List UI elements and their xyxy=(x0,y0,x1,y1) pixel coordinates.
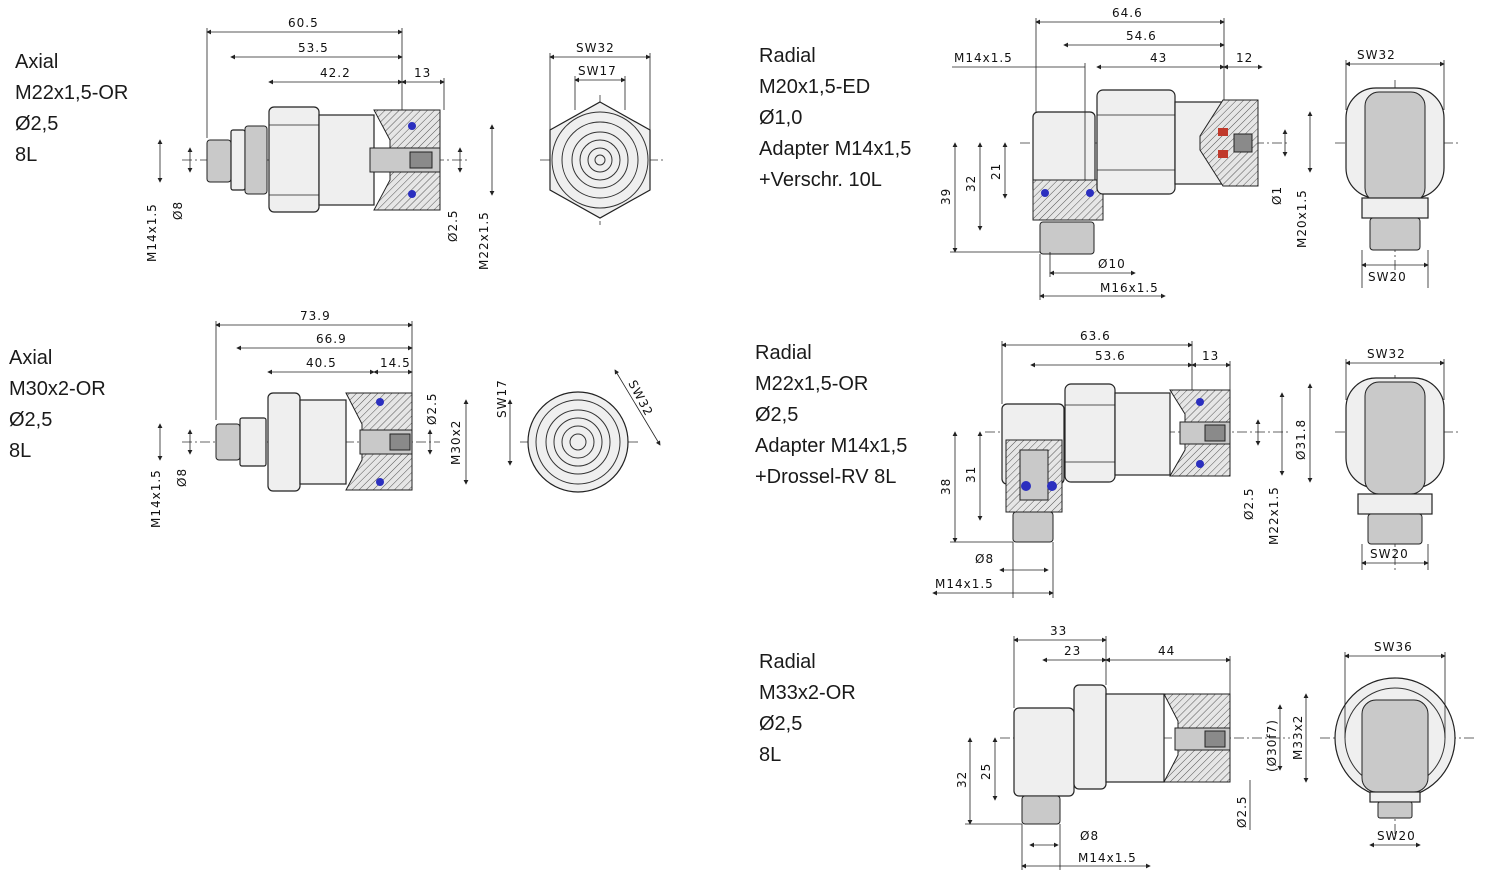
dim-overall: 60.5 xyxy=(288,16,319,30)
label-line: Ø2,5 xyxy=(755,404,799,426)
dim-outlet-thread: M14x1.5 xyxy=(1078,851,1137,865)
label-line: +Drossel-RV 8L xyxy=(755,466,897,488)
dim-thread-length: 12 xyxy=(1236,51,1253,65)
label-line: M20x1,5-ED xyxy=(759,76,871,98)
label-line: Radial xyxy=(759,651,816,673)
dim-housing: 42.2 xyxy=(320,66,351,80)
dim-inlet-dia: Ø8 xyxy=(175,468,189,487)
dim-wrench-outer: SW32 xyxy=(1357,48,1396,62)
dim-thread-length: 14.5 xyxy=(380,356,411,370)
dim-wrench-fitting: SW20 xyxy=(1368,270,1407,284)
drawing-axial-m30: 73.9 66.9 40.5 14.5 M14x1.5 Ø8 Ø2.5 M30x… xyxy=(149,309,469,528)
label-line: M30x2-OR xyxy=(9,378,106,400)
dim-thread-length: 13 xyxy=(1202,349,1219,363)
variant-label-radial-m22: Radial M22x1,5-OR Ø2,5 Adapter M14x1,5 +… xyxy=(755,338,907,493)
label-line: Radial xyxy=(755,342,812,364)
dim-height-total: 32 xyxy=(955,771,969,788)
dim-wrench-fitting: SW20 xyxy=(1370,547,1409,561)
label-line: 8L xyxy=(759,744,782,766)
drawing-axial-m22: 60.5 53.5 42.2 13 M14x1.5 Ø8 Ø2.5 M22x1.… xyxy=(145,16,495,270)
endview-radial-m33: SW36 SW20 xyxy=(1320,640,1476,848)
dim-process-thread: M20x1.5 xyxy=(1295,189,1309,248)
dim-height-mid: 32 xyxy=(964,175,978,192)
label-line: +Verschr. 10L xyxy=(759,169,882,191)
dim-outlet-dia: Ø10 xyxy=(1098,257,1126,271)
dim-seal-dia: Ø31.8 xyxy=(1294,419,1308,460)
endview-radial-m22: SW32 SW20 xyxy=(1335,347,1460,570)
dim-height-mid: 25 xyxy=(979,763,993,780)
dim-overall: 63.6 xyxy=(1080,329,1111,343)
label-line: Adapter M14x1,5 xyxy=(755,435,908,457)
dim-height-total: 38 xyxy=(939,478,953,495)
endview-axial-m22: SW32 SW17 xyxy=(540,41,665,225)
label-line: Ø2,5 xyxy=(9,409,53,431)
dim-orifice: Ø2.5 xyxy=(1242,487,1256,520)
label-line: Axial xyxy=(9,347,53,369)
dim-inlet-thread: M14x1.5 xyxy=(149,469,163,528)
dim-body: 53.6 xyxy=(1095,349,1126,363)
dim-wrench-outer: SW32 xyxy=(625,378,656,419)
dim-outlet-dia: Ø8 xyxy=(975,552,994,566)
dim-outlet-thread: M14x1.5 xyxy=(935,577,994,591)
dim-wrench-outer: SW36 xyxy=(1374,640,1413,654)
dim-inlet-dia: Ø8 xyxy=(171,201,185,220)
variant-label-radial-m33: Radial M33x2-OR Ø2,5 8L xyxy=(759,647,856,771)
dim-outlet-dia: Ø8 xyxy=(1080,829,1099,843)
dim-housing: 43 xyxy=(1150,51,1167,65)
dim-process-thread: M22x1.5 xyxy=(1267,486,1281,545)
dim-wrench-inner: SW17 xyxy=(578,64,617,78)
dim-side-thread: M14x1.5 xyxy=(954,51,1013,65)
dim-process-thread: M33x2 xyxy=(1291,715,1305,760)
dim-height-total: 39 xyxy=(939,188,953,205)
dim-inlet-thread: M14x1.5 xyxy=(145,203,159,262)
label-line: M22x1,5-OR xyxy=(15,82,129,104)
label-line: Radial xyxy=(759,45,816,67)
dim-orifice: Ø2.5 xyxy=(425,392,439,425)
endview-radial-m20: SW32 SW20 xyxy=(1335,48,1460,288)
label-line: Ø2,5 xyxy=(15,113,59,135)
label-line: Axial xyxy=(15,51,59,73)
dim-orifice: Ø2.5 xyxy=(1235,795,1249,828)
drawing-radial-m20: 64.6 54.6 43 12 M14x1.5 39 32 21 Ø10 M16… xyxy=(939,6,1313,300)
dim-overall: 73.9 xyxy=(300,309,331,323)
dim-wrench-fitting: SW20 xyxy=(1377,829,1416,843)
dim-seal-dia: (Ø30f7) xyxy=(1265,719,1279,772)
dim-body: 66.9 xyxy=(316,332,347,346)
label-line: M33x2-OR xyxy=(759,682,856,704)
dim-wrench-outer: SW32 xyxy=(576,41,615,55)
dim-housing: 44 xyxy=(1158,644,1175,658)
variant-label-axial-m22: Axial M22x1,5-OR Ø2,5 8L xyxy=(15,47,128,171)
dim-housing: 40.5 xyxy=(306,356,337,370)
dim-body: 54.6 xyxy=(1126,29,1157,43)
dim-body: 53.5 xyxy=(298,41,329,55)
variant-label-axial-m30: Axial M30x2-OR Ø2,5 8L xyxy=(9,343,106,467)
dim-body: 23 xyxy=(1064,644,1081,658)
dim-wrench-outer: SW32 xyxy=(1367,347,1406,361)
label-line: 8L xyxy=(15,144,38,166)
dim-height-mid: 31 xyxy=(964,466,978,483)
drawing-radial-m22: 63.6 53.6 13 38 31 Ø8 M14x1.5 Ø2.5 M22x1… xyxy=(932,329,1313,598)
dim-wrench-inner: SW17 xyxy=(495,379,509,418)
dim-orifice: Ø1 xyxy=(1270,186,1284,205)
label-line: Ø1,0 xyxy=(759,107,803,129)
variant-label-radial-m20: Radial M20x1,5-ED Ø1,0 Adapter M14x1,5 +… xyxy=(759,41,911,196)
drawing-radial-m33: 33 23 44 32 25 Ø8 M14x1.5 (Ø30f7) M33x2 … xyxy=(955,624,1309,870)
dim-process-thread: M22x1.5 xyxy=(477,211,491,270)
dim-thread-length: 13 xyxy=(414,66,431,80)
label-line: Adapter M14x1,5 xyxy=(759,138,912,160)
label-line: Ø2,5 xyxy=(759,713,803,735)
dim-overall: 64.6 xyxy=(1112,6,1143,20)
label-line: M22x1,5-OR xyxy=(755,373,869,395)
dim-outlet-thread: M16x1.5 xyxy=(1100,281,1159,295)
label-line: 8L xyxy=(9,440,32,462)
dim-orifice: Ø2.5 xyxy=(446,209,460,242)
dim-overall: 33 xyxy=(1050,624,1067,638)
endview-axial-m30: SW17 SW32 xyxy=(495,369,661,493)
dim-process-thread: M30x2 xyxy=(449,420,463,465)
dim-height-low: 21 xyxy=(989,163,1003,180)
